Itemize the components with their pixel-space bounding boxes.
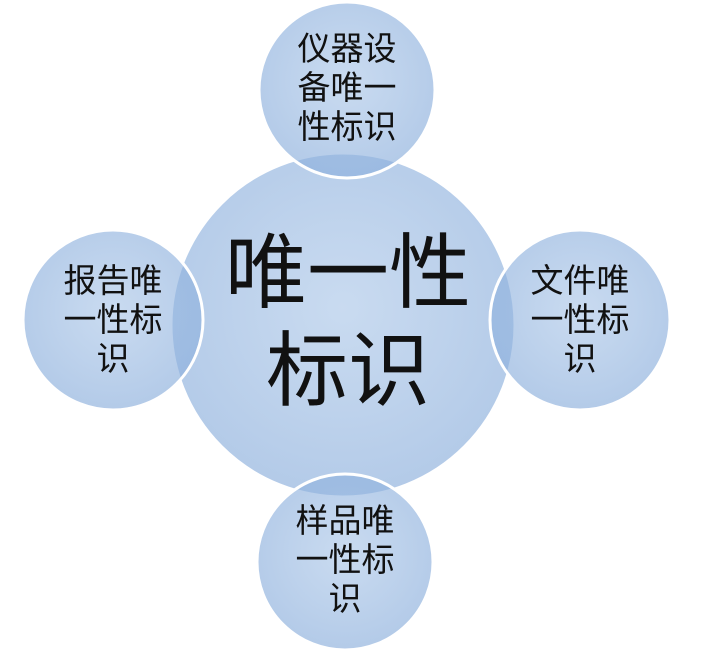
center-line-2: 标识 bbox=[265, 324, 430, 420]
right-label: 文件唯 一性标 识 bbox=[495, 261, 665, 379]
bottom-line-1: 样品唯 bbox=[295, 501, 395, 540]
left-line-1: 报告唯 bbox=[63, 261, 163, 300]
left-circle bbox=[21, 228, 205, 412]
top-circle bbox=[257, 0, 437, 180]
right-line-3: 识 bbox=[563, 338, 597, 378]
right-line-2: 一性标 bbox=[530, 299, 630, 339]
center-line-1: 唯一性 bbox=[224, 226, 471, 321]
center-label: 唯一性 标识 bbox=[198, 225, 498, 422]
top-line-1: 仪器设 bbox=[297, 29, 397, 68]
top-line-2: 备唯一 bbox=[297, 67, 397, 107]
left-label: 报告唯 一性标 识 bbox=[28, 261, 198, 379]
right-line-1: 文件唯 bbox=[530, 261, 630, 300]
bottom-label: 样品唯 一性标 识 bbox=[260, 501, 430, 619]
right-circle bbox=[488, 228, 672, 412]
bottom-line-2: 一性标 bbox=[295, 539, 395, 579]
top-line-3: 性标识 bbox=[297, 106, 397, 146]
left-line-3: 识 bbox=[96, 338, 130, 378]
top-label: 仪器设 备唯一 性标识 bbox=[262, 29, 432, 147]
left-line-2: 一性标 bbox=[63, 299, 163, 339]
bottom-line-3: 识 bbox=[328, 578, 362, 618]
bottom-circle bbox=[255, 472, 435, 652]
